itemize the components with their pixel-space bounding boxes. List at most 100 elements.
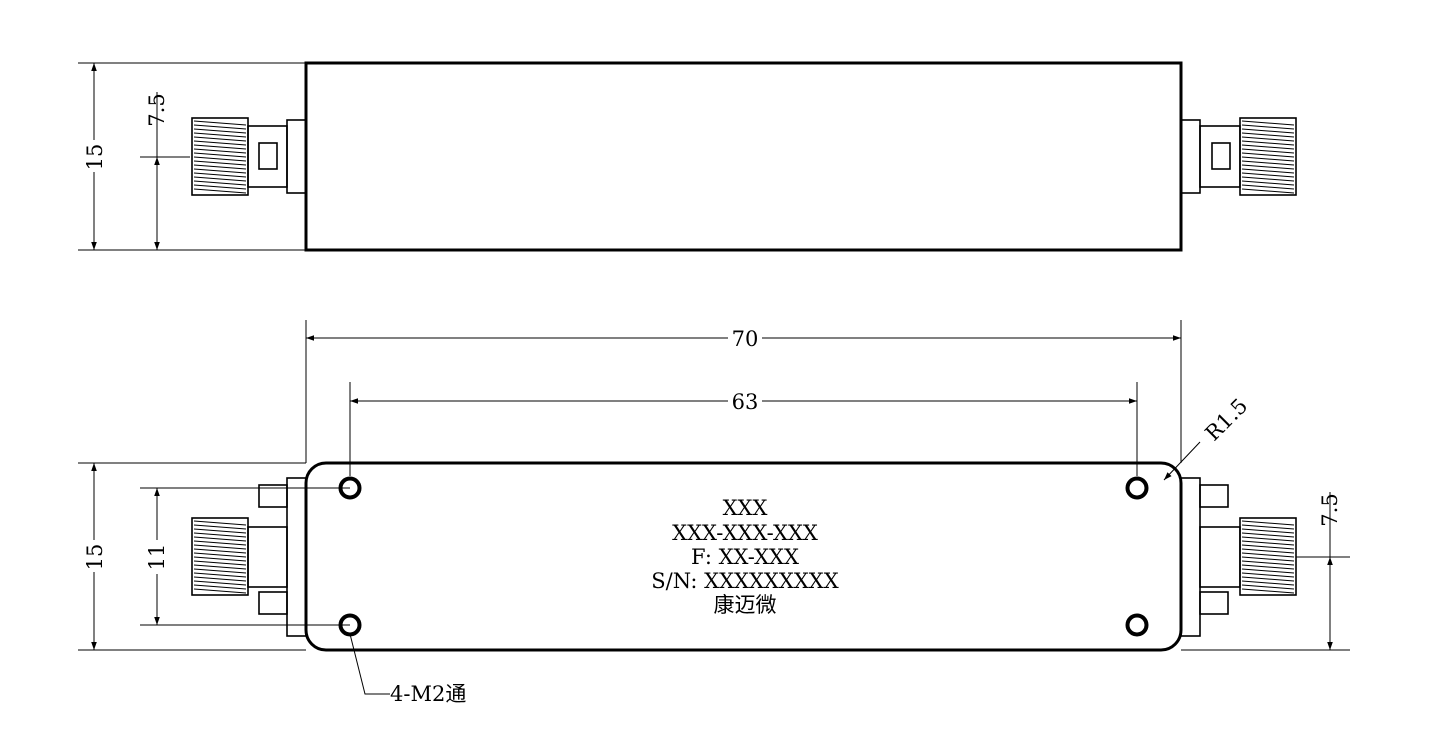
thread-line xyxy=(193,160,247,166)
thread-line xyxy=(193,172,247,178)
thread-line xyxy=(193,124,247,130)
thread-line xyxy=(193,152,247,158)
dim-hole-spacing: 63 xyxy=(732,390,759,414)
top-body xyxy=(304,61,1183,252)
thread-line xyxy=(193,536,247,542)
thread-line xyxy=(193,524,247,530)
label-line-3: F: XX-XXX xyxy=(691,545,799,569)
thread-line xyxy=(193,588,247,594)
hole-callout: 4-M2通 xyxy=(390,682,466,706)
thread-line xyxy=(193,168,247,174)
label-line-1: XXX xyxy=(723,496,768,520)
radius-leader xyxy=(1163,441,1201,481)
thread-line xyxy=(1241,176,1295,182)
thread-line xyxy=(1241,548,1295,554)
thread-line xyxy=(1241,564,1295,570)
thread-line xyxy=(193,532,247,538)
top-dim-height: 15 xyxy=(83,144,107,171)
top-left-connector xyxy=(191,117,307,196)
thread-line xyxy=(193,552,247,558)
thread-line xyxy=(1241,132,1295,138)
thread-line xyxy=(193,560,247,566)
thread-line xyxy=(193,520,247,526)
bottom-right-connector xyxy=(1180,477,1297,637)
bottom-dim-height: 15 xyxy=(83,544,107,571)
thread-line xyxy=(1241,584,1295,590)
thread-line xyxy=(193,548,247,554)
thread-line xyxy=(1241,556,1295,562)
thread-line xyxy=(193,188,247,194)
thread-line xyxy=(1241,536,1295,542)
hole-top-left xyxy=(338,476,362,500)
top-right-connector xyxy=(1180,117,1297,196)
thread-line xyxy=(193,556,247,562)
thread-line xyxy=(1241,580,1295,586)
thread-line xyxy=(1241,120,1295,126)
thread-line xyxy=(193,164,247,170)
thread-line xyxy=(193,180,247,186)
thread-line xyxy=(1241,524,1295,530)
thread-line xyxy=(1241,188,1295,194)
thread-line xyxy=(193,564,247,570)
top-dim-center: 7.5 xyxy=(145,93,169,126)
hole-top-right xyxy=(1125,476,1149,500)
thread-line xyxy=(193,128,247,134)
label-line-5: 康迈微 xyxy=(714,593,777,617)
thread-line xyxy=(1241,152,1295,158)
dim-radius: R1.5 xyxy=(1201,394,1253,446)
thread-line xyxy=(193,584,247,590)
thread-line xyxy=(193,528,247,534)
thread-line xyxy=(1241,148,1295,154)
thread-line xyxy=(193,576,247,582)
thread-line xyxy=(1241,576,1295,582)
thread-line xyxy=(193,572,247,578)
thread-line xyxy=(1241,184,1295,190)
thread-line xyxy=(193,540,247,546)
thread-line xyxy=(193,156,247,162)
thread-line xyxy=(1241,544,1295,550)
bottom-view: 70 63 R1.5 15 11 7.5 xyxy=(78,320,1350,706)
thread-line xyxy=(1241,172,1295,178)
thread-line xyxy=(1241,124,1295,130)
label-line-4: S/N: XXXXXXXXX xyxy=(651,569,838,593)
thread-line xyxy=(193,132,247,138)
thread-line xyxy=(1241,520,1295,526)
thread-line xyxy=(193,580,247,586)
thread-line xyxy=(193,136,247,142)
thread-line xyxy=(1241,144,1295,150)
hole-bottom-right xyxy=(1125,613,1149,637)
bottom-dim-center: 7.5 xyxy=(1318,493,1342,526)
label-line-2: XXX-XXX-XXX xyxy=(672,521,818,545)
thread-line xyxy=(193,544,247,550)
thread-line xyxy=(193,148,247,154)
thread-line xyxy=(1241,164,1295,170)
thread-line xyxy=(1241,572,1295,578)
hole-callout-leader xyxy=(349,633,390,695)
thread-line xyxy=(1241,136,1295,142)
thread-line xyxy=(1241,568,1295,574)
bottom-left-connector xyxy=(191,477,307,637)
thread-line xyxy=(193,176,247,182)
dim-length: 70 xyxy=(732,327,759,351)
thread-line xyxy=(1241,128,1295,134)
thread-line xyxy=(1241,560,1295,566)
thread-line xyxy=(193,568,247,574)
top-view: 15 7.5 xyxy=(78,61,1297,252)
product-label: XXX XXX-XXX-XXX F: XX-XXX S/N: XXXXXXXXX… xyxy=(651,496,838,617)
thread-line xyxy=(1241,168,1295,174)
dim-hole-vertical: 11 xyxy=(145,544,169,571)
thread-line xyxy=(193,140,247,146)
thread-line xyxy=(1241,588,1295,594)
thread-line xyxy=(1241,160,1295,166)
thread-line xyxy=(193,184,247,190)
thread-line xyxy=(1241,180,1295,186)
thread-line xyxy=(193,120,247,126)
thread-line xyxy=(1241,532,1295,538)
thread-line xyxy=(1241,552,1295,558)
thread-line xyxy=(1241,140,1295,146)
thread-line xyxy=(193,144,247,150)
thread-line xyxy=(1241,540,1295,546)
thread-line xyxy=(1241,156,1295,162)
thread-line xyxy=(1241,528,1295,534)
